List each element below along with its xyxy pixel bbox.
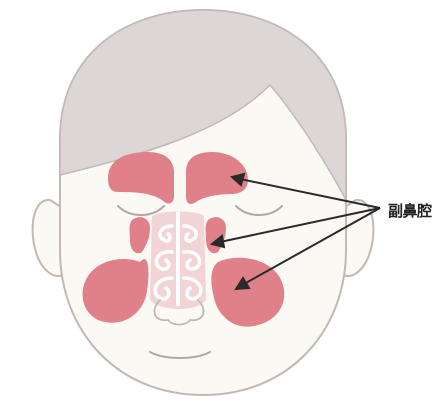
sinus-label: 副鼻腔 bbox=[388, 200, 432, 221]
